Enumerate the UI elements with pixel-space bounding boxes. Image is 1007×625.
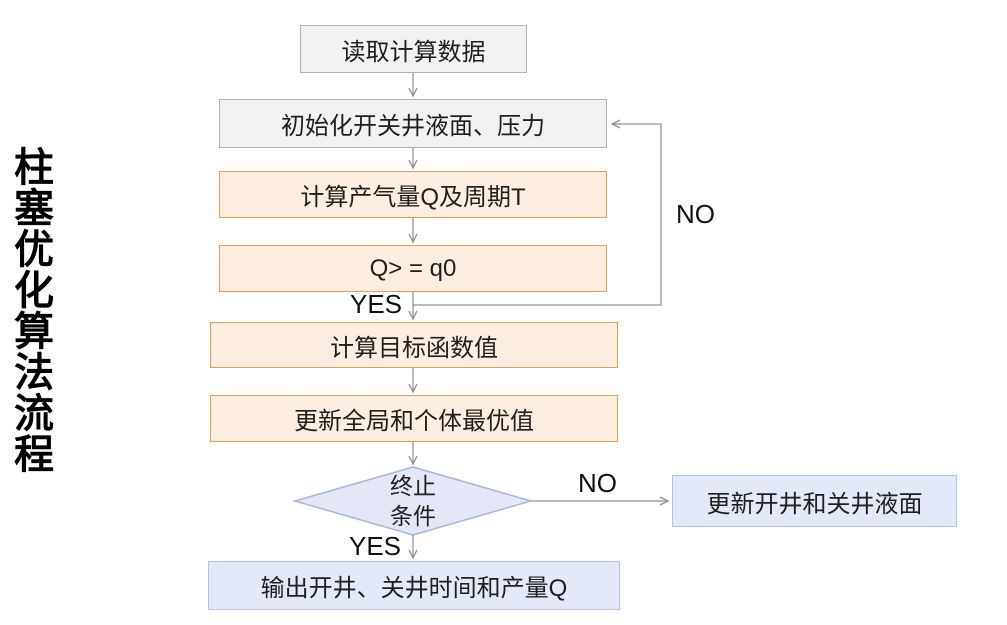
node-output-result: 输出开井、关井时间和产量Q	[208, 561, 620, 610]
edge-label-no-terminate: NO	[578, 468, 617, 498]
edge-label-yes-qcheck: YES	[350, 289, 403, 319]
arrow-no-loop-to-init	[413, 119, 662, 306]
node-objective-function: 计算目标函数值	[210, 322, 618, 368]
node-initialize: 初始化开关井液面、压力	[219, 99, 607, 148]
terminate-condition-line1: 终止	[390, 473, 436, 499]
node-update-liquid-level: 更新开井和关井液面	[672, 475, 957, 527]
diagram-title: 柱塞优化算法流程	[8, 146, 52, 474]
terminate-condition-line2: 条件	[390, 503, 436, 529]
node-calc-gas-cycle: 计算产气量Q及周期T	[219, 171, 607, 218]
edge-label-yes-terminate: YES	[349, 531, 402, 561]
edge-label-no-loop: NO	[676, 199, 715, 229]
node-read-data: 读取计算数据	[300, 25, 527, 73]
node-q-check: Q> = q0	[219, 245, 607, 292]
node-update-best: 更新全局和个体最优值	[210, 395, 618, 442]
node-terminate-condition: 终止 条件	[295, 467, 531, 535]
